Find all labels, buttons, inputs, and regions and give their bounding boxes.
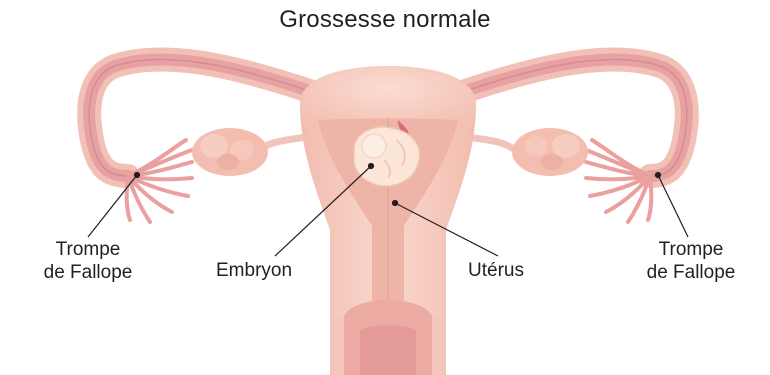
- label-fallopian-tube-left-line1: Trompe: [38, 238, 138, 261]
- embryo: [354, 127, 420, 186]
- right-ovary: [512, 128, 588, 176]
- right-fimbriae: [586, 140, 651, 222]
- label-uterus: Utérus: [468, 259, 524, 282]
- diagram-title: Grossesse normale: [0, 6, 770, 34]
- label-fallopian-tube-right: Trompe de Fallope: [641, 238, 741, 284]
- left-fimbriae: [127, 140, 192, 222]
- leader-line-tube-right: [658, 175, 688, 237]
- uterus-body: [300, 66, 476, 318]
- marker-uterus: [393, 201, 398, 206]
- marker-tube-right: [656, 173, 661, 178]
- label-fallopian-tube-right-line1: Trompe: [641, 238, 741, 261]
- label-embryo: Embryon: [216, 259, 292, 282]
- marker-tube-left: [135, 173, 140, 178]
- label-fallopian-tube-left-line2: de Fallope: [38, 261, 138, 284]
- left-ovary: [192, 128, 268, 176]
- marker-embryo: [369, 164, 374, 169]
- label-fallopian-tube-left: Trompe de Fallope: [38, 238, 138, 284]
- label-fallopian-tube-right-line2: de Fallope: [641, 261, 741, 284]
